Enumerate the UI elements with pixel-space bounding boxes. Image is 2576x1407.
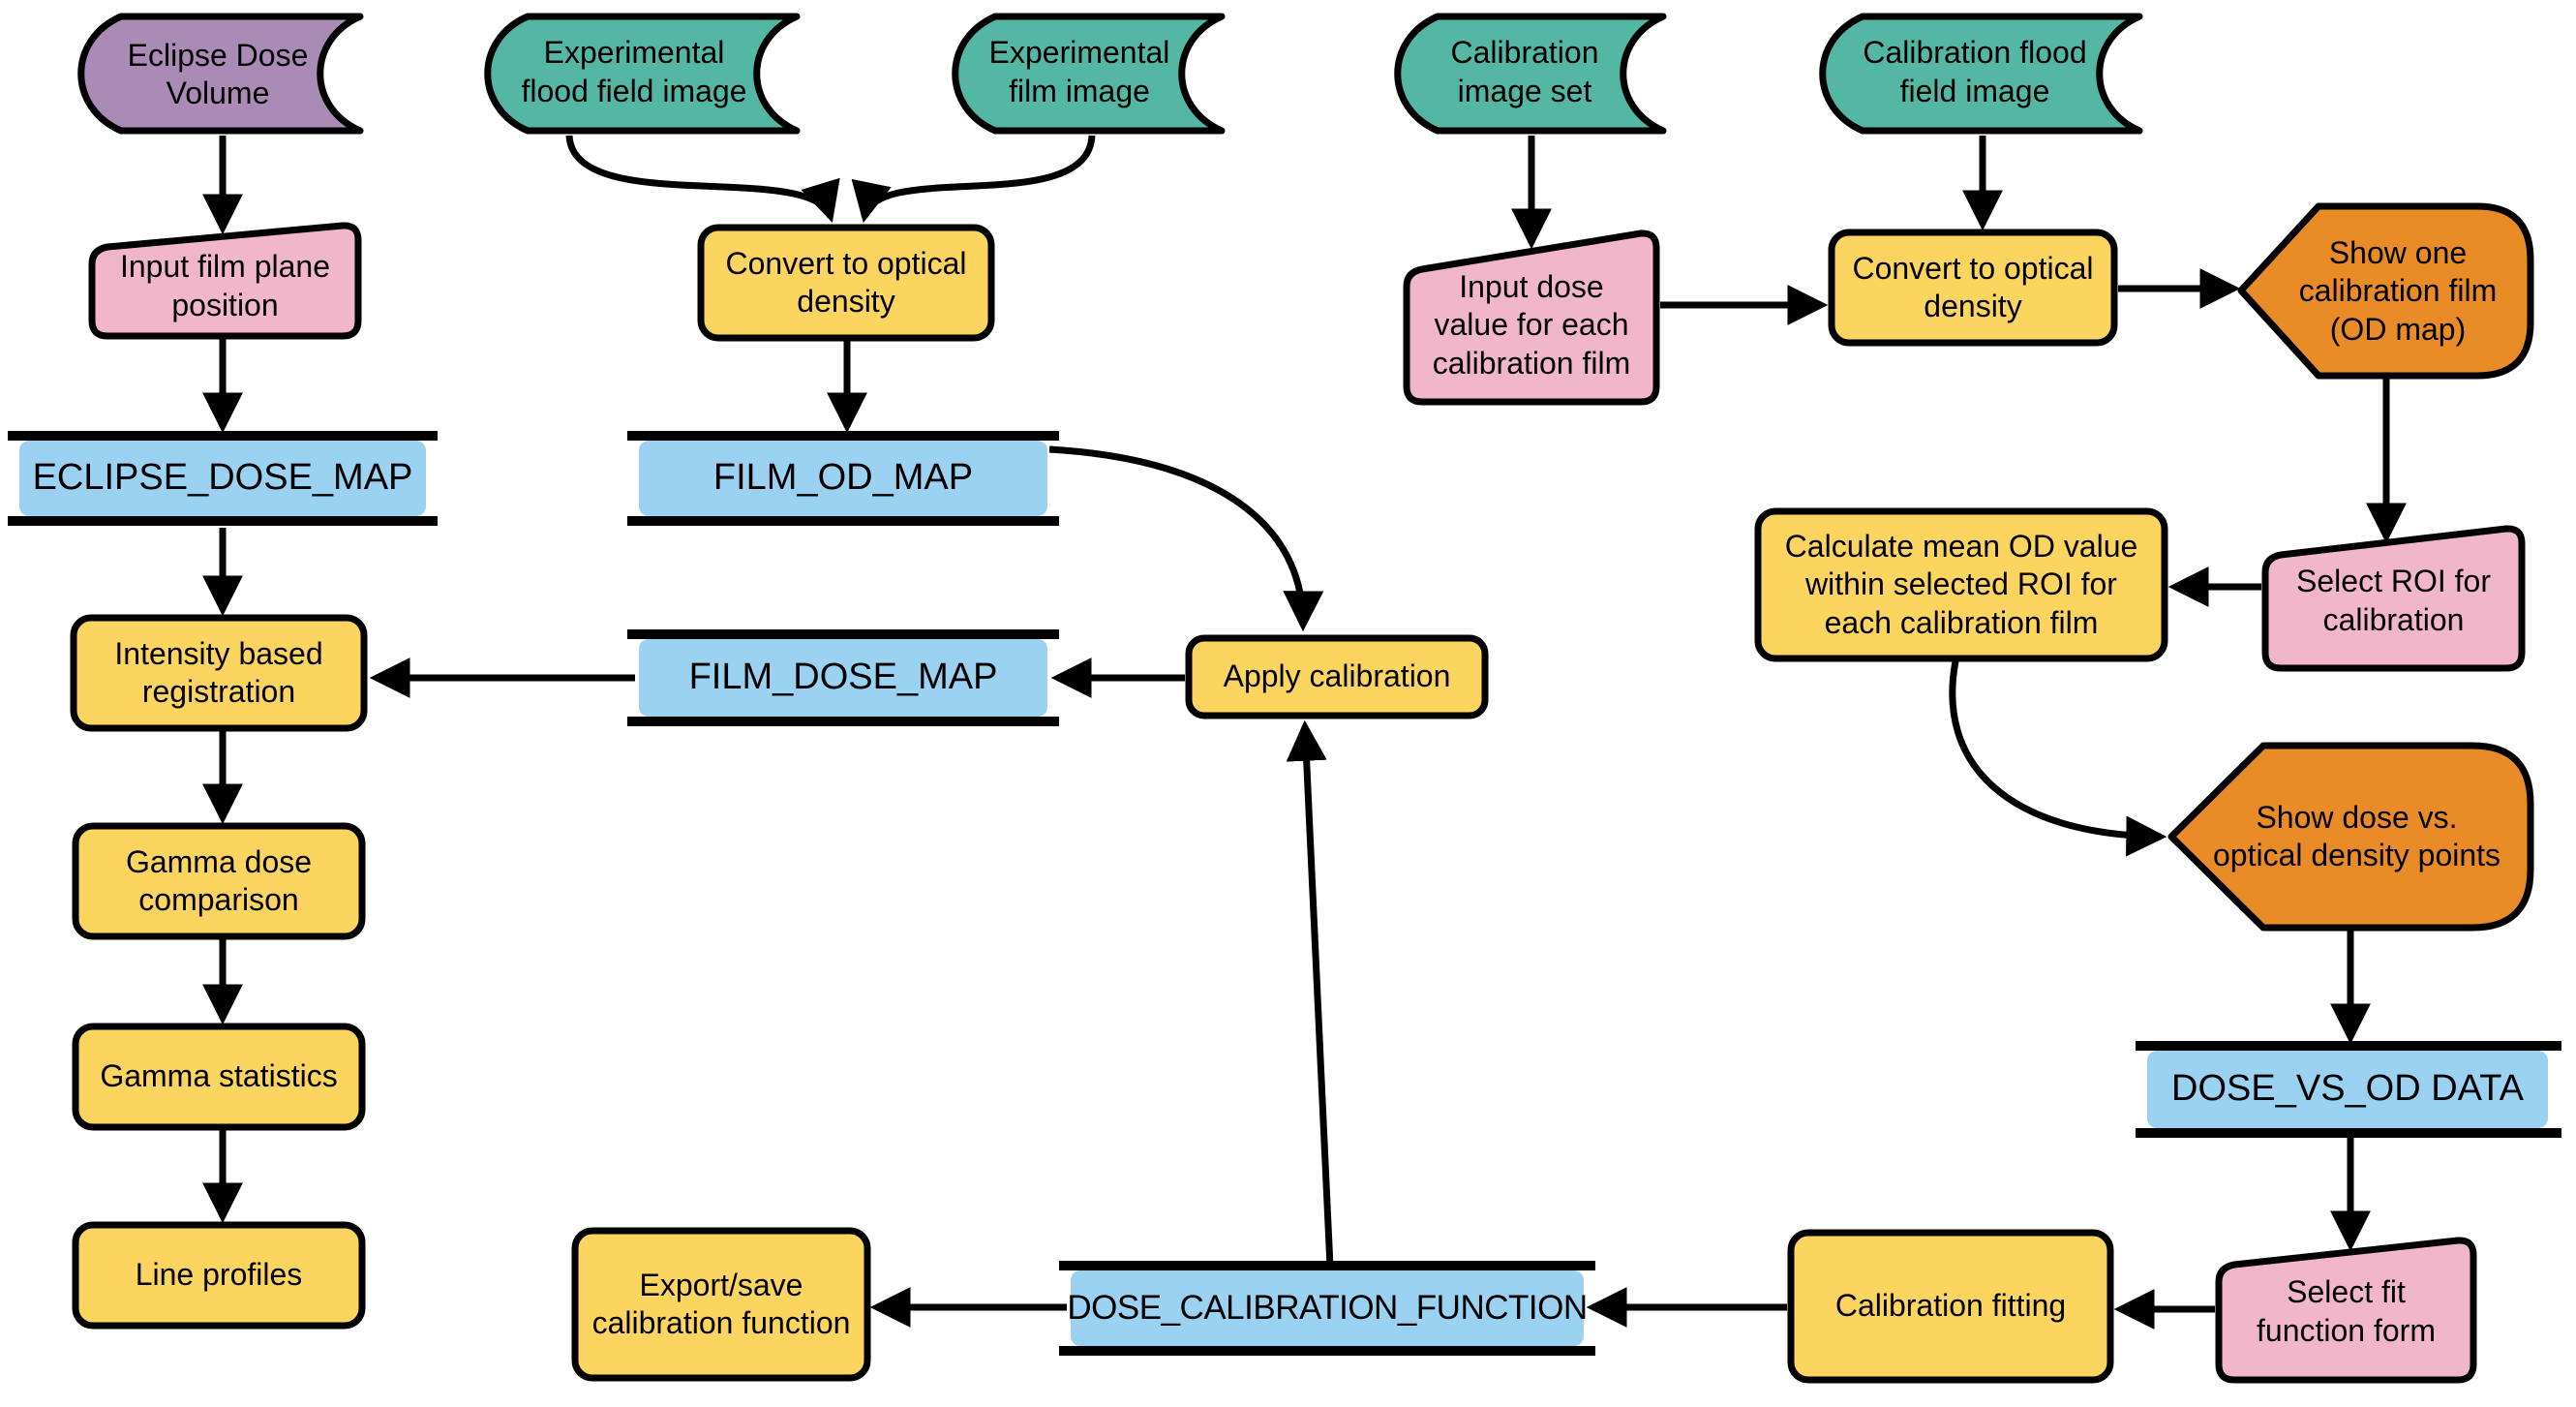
calibration-image-set-shape: [1394, 13, 1667, 135]
show-one-calibration-film-shape: [2237, 202, 2534, 380]
convert-to-optical-density-cal-shape: [1828, 229, 2118, 347]
film-dose-map-bottom-bar: [627, 717, 1059, 726]
edge-dcf-to-applycalibration: [1286, 719, 1334, 1268]
film-od-map-shape: [639, 441, 1047, 516]
show-dose-vs-od-points-shape: [2167, 742, 2534, 932]
dose-vs-od-data-top-bar: [2136, 1041, 2561, 1051]
convert-to-optical-density-film-shape: [697, 224, 995, 342]
experimental-flood-field-image-shape: [484, 13, 801, 135]
dose-calibration-function-bottom-bar: [1059, 1346, 1595, 1356]
select-roi-for-calibration-shape: [2261, 525, 2526, 672]
calculate-mean-od-shape: [1754, 507, 2168, 662]
film-dose-map-shape: [639, 639, 1047, 717]
edge-filmodmap-to-applycalibration: [1048, 445, 1324, 632]
dose-calibration-function-shape: [1071, 1270, 1584, 1346]
input-film-plane-position-shape: [88, 222, 362, 340]
intensity-based-registration-shape: [70, 614, 368, 732]
process-group: [70, 224, 2168, 1384]
film-dose-map-top-bar: [627, 629, 1059, 639]
data-group: [8, 431, 2561, 1356]
line-profiles-shape: [72, 1221, 366, 1330]
connector-group: [202, 135, 2407, 1330]
edge-expflood-to-convert1: [565, 135, 840, 224]
eclipse-dose-map-shape: [19, 441, 426, 516]
eclipse-dose-map-bottom-bar: [8, 516, 438, 526]
eclipse-dose-volume-shape: [77, 13, 364, 135]
gamma-statistics-shape: [72, 1023, 366, 1131]
export-save-calibration-function-shape: [571, 1227, 871, 1382]
edge-expfilm-to-convert1: [851, 135, 1096, 224]
manual-input-group: [88, 222, 2526, 1384]
film-od-map-top-bar: [627, 431, 1059, 441]
edge-calcmean-to-showdose: [1949, 660, 2167, 857]
dose-vs-od-data-bottom-bar: [2136, 1128, 2561, 1138]
film-od-map-bottom-bar: [627, 516, 1059, 526]
dose-calibration-function-top-bar: [1059, 1261, 1595, 1270]
display-group: [2167, 202, 2534, 932]
eclipse-dose-map-top-bar: [8, 431, 438, 441]
dose-vs-od-data-shape: [2147, 1051, 2548, 1128]
calibration-flood-field-image-shape: [1819, 13, 2143, 135]
gamma-dose-comparison-shape: [72, 822, 366, 940]
experimental-film-image-shape: [952, 13, 1226, 135]
input-dose-value-shape: [1403, 229, 1660, 406]
apply-calibration-shape: [1185, 634, 1489, 719]
calibration-fitting-shape: [1787, 1229, 2114, 1384]
select-fit-function-form-shape: [2215, 1237, 2477, 1384]
stored-data-group: [77, 13, 2143, 135]
